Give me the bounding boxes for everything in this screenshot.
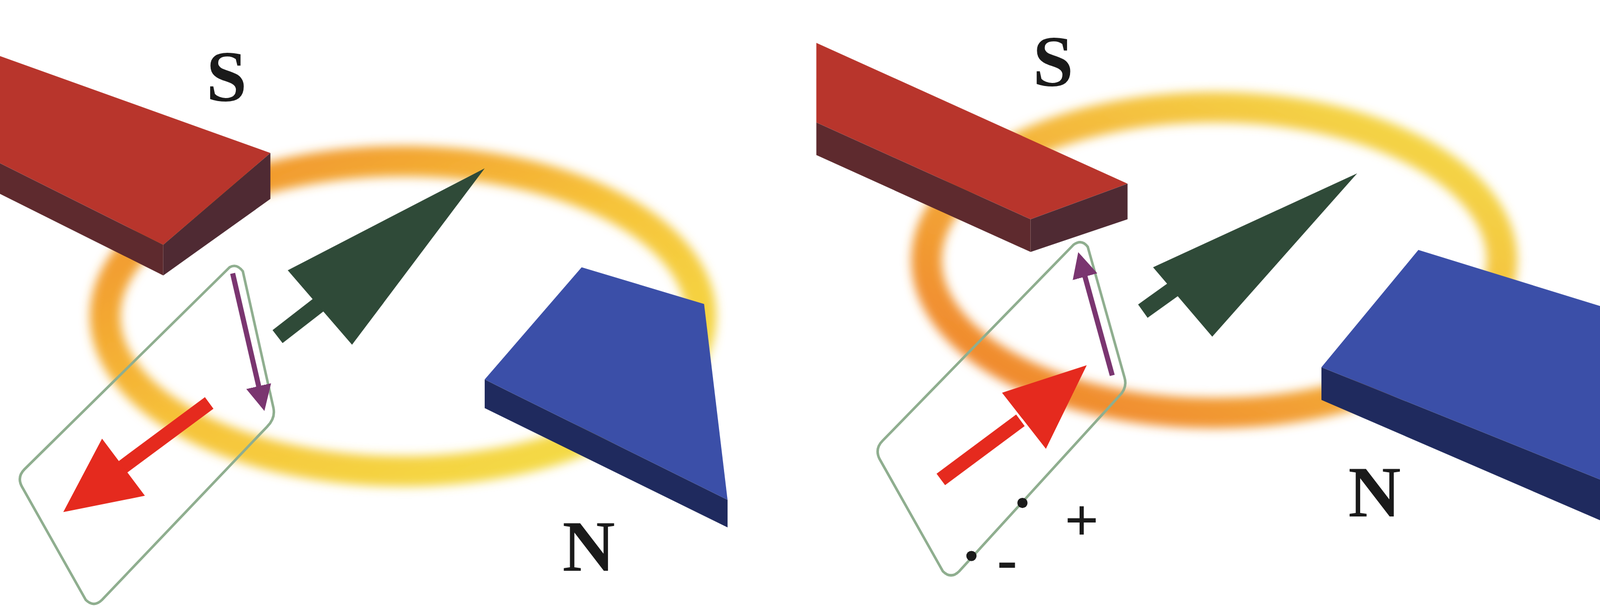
polarity-sign: - — [997, 528, 1018, 590]
current-arrow — [1079, 256, 1113, 376]
pole-label: N — [562, 509, 616, 583]
north-magnet — [484, 267, 728, 527]
field-arrow — [1142, 173, 1358, 337]
left-panel — [0, 56, 728, 604]
south-magnet — [816, 42, 1128, 252]
pole-label: S — [206, 40, 247, 114]
conductor-loop — [877, 242, 1126, 576]
terminal-dot — [1017, 497, 1028, 508]
force-arrow — [63, 402, 210, 512]
pole-label: N — [1348, 455, 1401, 529]
force-arrow — [940, 365, 1087, 480]
terminal-dot — [966, 550, 977, 561]
conductor-loop — [19, 265, 274, 604]
pole-label: S — [1032, 24, 1074, 98]
field-arrow — [277, 168, 485, 345]
current-arrow — [232, 273, 264, 407]
polarity-sign: + — [1064, 490, 1099, 551]
right-panel — [816, 42, 1600, 576]
